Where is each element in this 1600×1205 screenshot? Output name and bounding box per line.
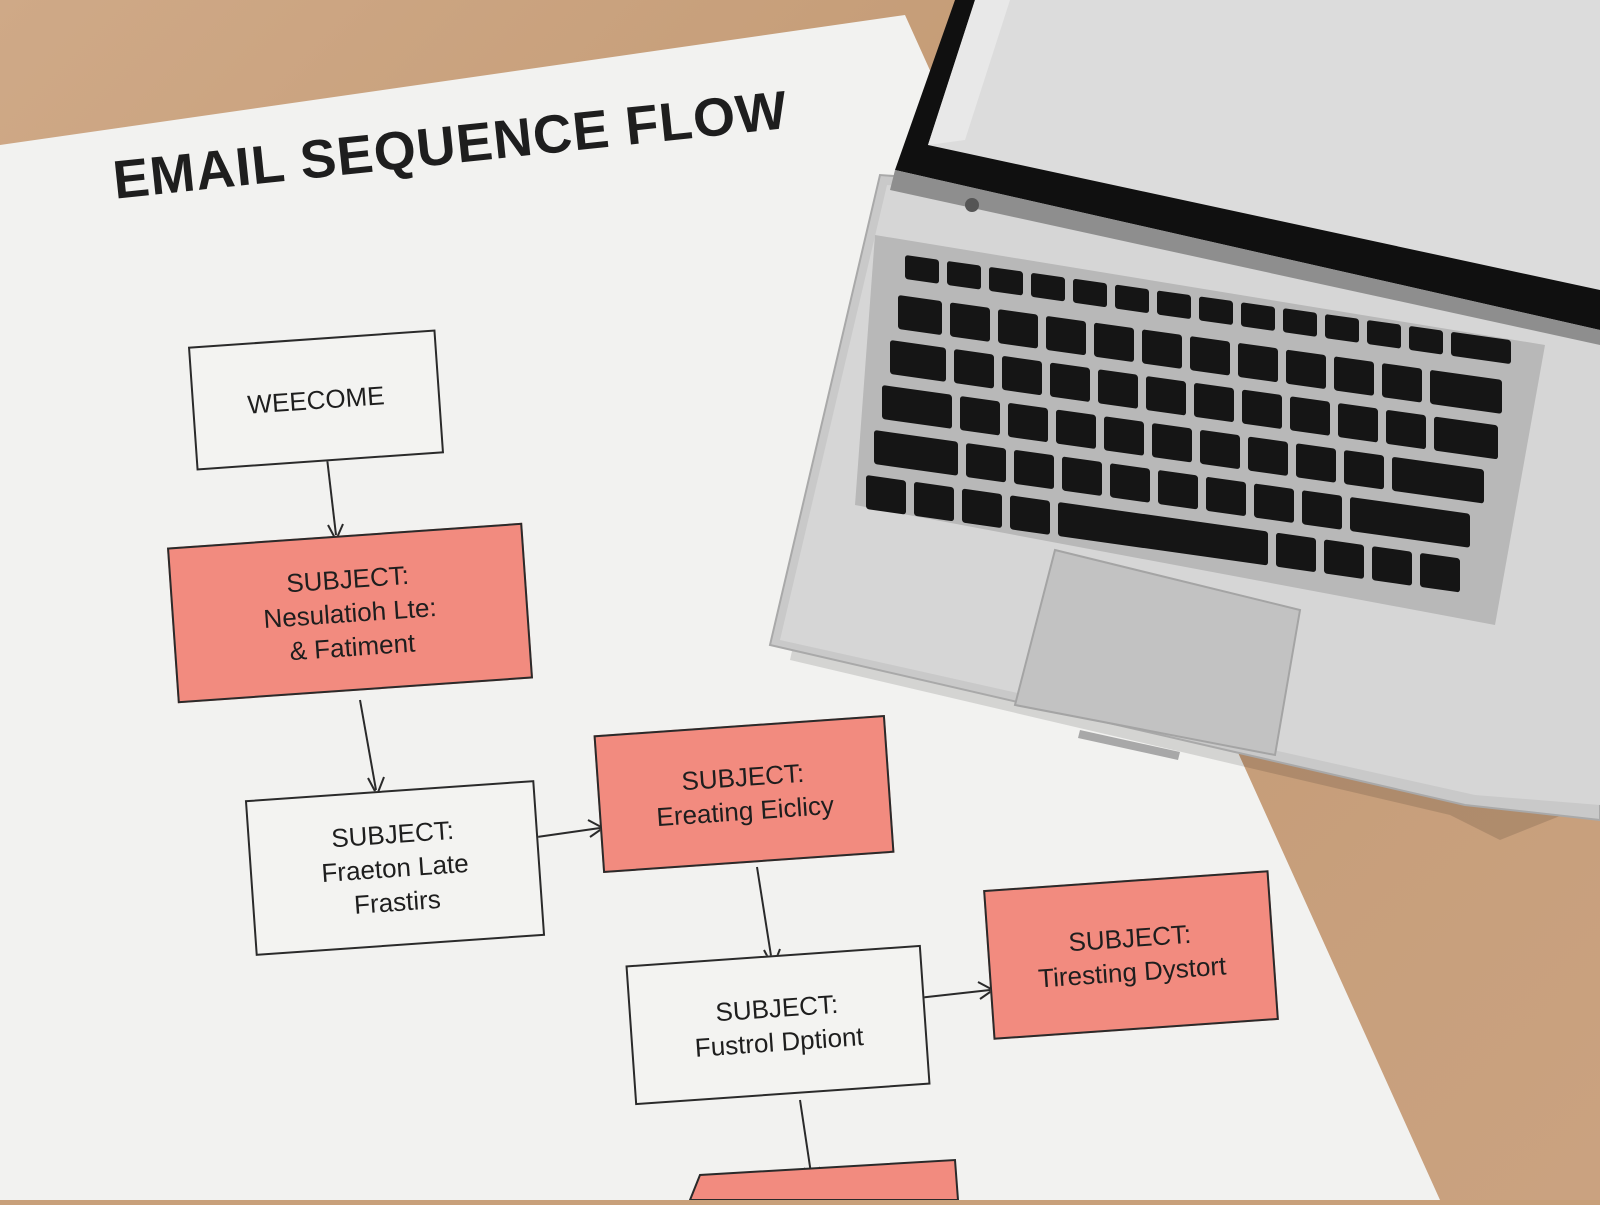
arrow-6 bbox=[799, 1099, 813, 1181]
laptop-screen bbox=[928, 0, 1600, 290]
webcam-icon bbox=[965, 198, 979, 212]
arrow-5 bbox=[917, 989, 991, 999]
keyboard-keys bbox=[866, 255, 1511, 593]
arrow-1 bbox=[326, 457, 337, 536]
arrow-2 bbox=[359, 699, 377, 791]
arrow-4 bbox=[756, 866, 773, 963]
bottom-box-partial bbox=[688, 1158, 960, 1200]
arrow-3 bbox=[529, 827, 601, 839]
trackpad bbox=[1013, 548, 1302, 757]
